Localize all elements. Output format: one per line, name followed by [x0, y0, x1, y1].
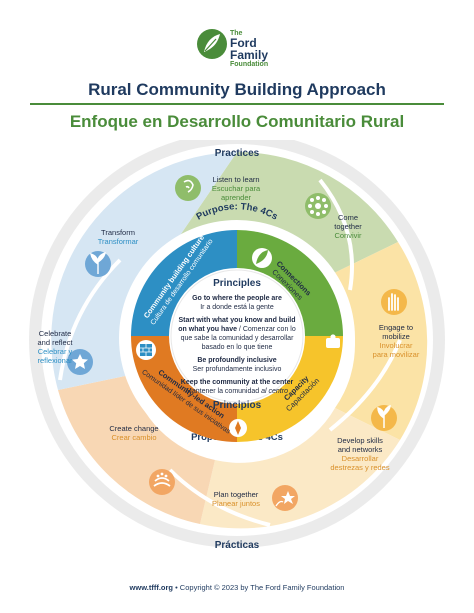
principle-1-es: Ir a donde está la gente: [200, 304, 274, 311]
practice-listen-es1: Escuchar para: [212, 184, 261, 193]
practice-create-es: Crear cambio: [111, 433, 156, 442]
logo-family: Family: [230, 48, 269, 62]
practice-come-together: Come together Convivir: [305, 193, 362, 240]
principles-title: Principles: [213, 278, 261, 289]
foundation-logo: The Ford Family Foundation: [196, 28, 286, 68]
practice-develop-en2: and networks: [338, 445, 383, 454]
logo-the: The: [230, 30, 243, 37]
logo-wordmark: The Ford Family Foundation: [230, 30, 268, 68]
puzzle-icon: [326, 334, 340, 348]
practice-celebrate-es1: Celebrar y: [38, 347, 73, 356]
approach-diagram: Practices Prácticas Listen to learn Escu…: [29, 140, 445, 551]
bricks-icon: [136, 340, 156, 360]
practice-come-es: Convivir: [334, 231, 362, 240]
principle-1-en: Go to where the people are: [192, 295, 282, 302]
practice-transform-en: Transform: [101, 228, 135, 237]
principle-2-es-inline: / Comenzar con lo: [237, 326, 296, 333]
practicas-label: Prácticas: [215, 540, 260, 551]
practice-celebrate-en: Celebrate: [39, 329, 72, 338]
principle-4-es: Mantener la comunidad al centro: [186, 388, 288, 395]
practice-engage-en: Engage to: [379, 323, 413, 332]
principle-2-en1: Start with what you know and build: [178, 317, 295, 324]
leaf-icon: [252, 248, 272, 268]
principle-3-en: Be profoundly inclusive: [197, 357, 276, 364]
principles-inner: [170, 269, 304, 403]
title-english: Rural Community Building Approach: [88, 80, 386, 99]
leaf-logo-icon: [197, 29, 227, 59]
principios-title: Principios: [213, 400, 262, 411]
practice-develop: Develop skills and networks Desarrollar …: [330, 404, 397, 472]
practice-develop-es2: destrezas y redes: [330, 463, 389, 472]
purpose-community-led: [131, 336, 237, 442]
footer-copyright: • Copyright © 2023 by The Ford Family Fo…: [173, 583, 345, 592]
practice-listen-en: Listen to learn: [212, 175, 259, 184]
practice-engage-es2: para movilizar: [373, 350, 420, 359]
practice-celebrate-en2: and reflect: [37, 338, 73, 347]
practice-listen-es2: aprender: [221, 193, 252, 202]
ear-icon: [175, 175, 201, 201]
practice-create-change: Create change Crear cambio: [109, 424, 175, 495]
practice-plan-es: Planear juntos: [212, 499, 260, 508]
principle-2-es3: basado en lo que tiene: [202, 344, 273, 351]
practice-celebrate-es2: reflexionar: [37, 356, 73, 365]
practice-listen: Listen to learn Escuchar para aprender: [175, 175, 261, 202]
divider: [30, 103, 444, 105]
practice-segment-sand: [200, 408, 400, 529]
practice-segment-peach: [58, 375, 215, 524]
practice-celebrate: Celebrate and reflect Celebrar y reflexi…: [37, 329, 93, 375]
footer: www.tfff.org • Copyright © 2023 by The F…: [0, 583, 474, 592]
hands-icon: [149, 469, 175, 495]
practice-come-en: Come: [338, 213, 358, 222]
purpose-culture: [131, 230, 237, 336]
practice-plan-en: Plan together: [214, 490, 259, 499]
practice-segment-green: [170, 151, 398, 275]
practice-engage: Engage to mobilize Involucrar para movil…: [373, 289, 420, 359]
purpose-capacity: [237, 336, 343, 442]
principle-4-es-pre: Mantener la comunidad: [186, 388, 261, 395]
practice-develop-es1: Desarrollar: [342, 454, 379, 463]
logo-foundation: Foundation: [230, 61, 269, 68]
practice-engage-es1: Involucrar: [380, 341, 413, 350]
practice-plan: Plan together Planear juntos: [212, 485, 298, 511]
principle-3-es: Ser profundamente inclusivo: [193, 366, 282, 373]
practice-create-en: Create change: [109, 424, 158, 433]
principle-2-es2: que sabe la comunidad y desarrollar: [181, 335, 295, 342]
practice-develop-en: Develop skills: [337, 436, 383, 445]
practices-label: Practices: [215, 148, 260, 159]
principle-2-en2: on what you have: [178, 326, 237, 333]
logo-ford: Ford: [230, 36, 257, 50]
raised-hand-icon: [381, 289, 407, 315]
footer-url[interactable]: www.tfff.org: [129, 583, 174, 592]
practice-transform: Transform Transformar: [85, 228, 139, 277]
practice-segment-yellow: [330, 242, 428, 440]
principle-4-es-italic: al centro: [261, 388, 288, 395]
principle-2-line2: on what you have / Comenzar con lo: [178, 326, 296, 333]
practice-transform-es: Transformar: [98, 237, 139, 246]
principle-4-en: Keep the community at the center: [181, 379, 294, 386]
header: The Ford Family Foundation Rural Communi…: [0, 0, 474, 140]
practice-come-en2: together: [334, 222, 362, 231]
compass-icon: [229, 419, 247, 437]
practice-engage-en2: mobilize: [382, 332, 410, 341]
title-spanish: Enfoque en Desarrollo Comunitario Rural: [69, 112, 405, 131]
